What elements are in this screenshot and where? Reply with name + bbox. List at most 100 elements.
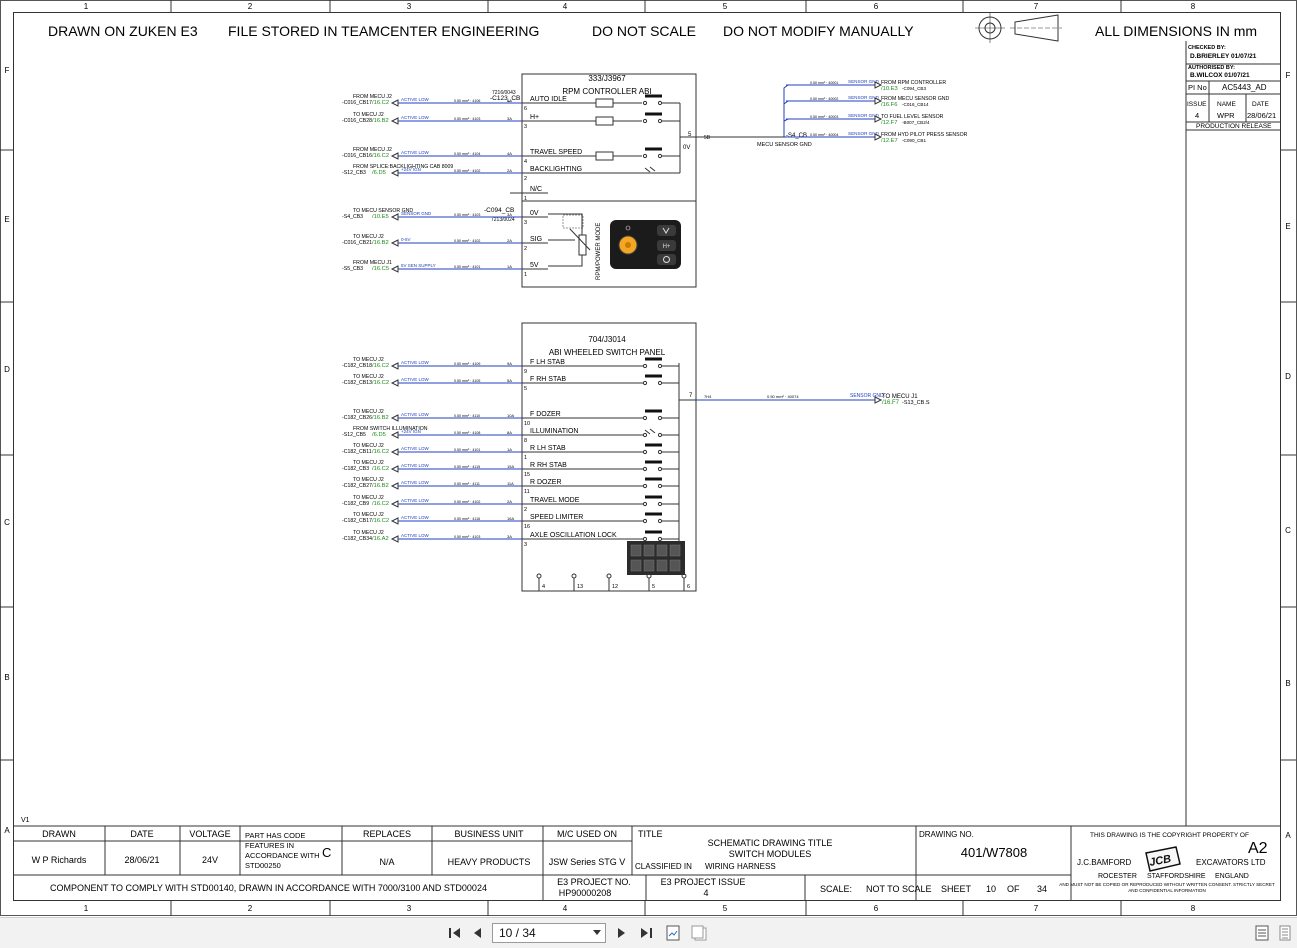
wire-id: 10A	[507, 413, 514, 418]
pin-label: BACKLIGHTING	[530, 166, 582, 173]
next-page-button[interactable]	[610, 923, 632, 943]
wire-source-label: TO MECU J2	[353, 234, 384, 240]
wire-spec: 0.50 mm² · 4101	[454, 265, 480, 269]
grid-column-label: 2	[248, 2, 253, 11]
version-label: V1	[21, 817, 30, 824]
rpm-controller-block: 333/J3967 RPM CONTROLLER ABI 7216/0043 -…	[484, 73, 697, 288]
svg-text:7H4: 7H4	[704, 394, 712, 399]
wire-id: 15A	[507, 464, 514, 469]
wire-spec: 0.50 mm² · 4103	[454, 535, 480, 539]
wire-spec: 0.50 mm² · 4108	[454, 431, 480, 435]
wire-id: 8A	[507, 430, 512, 435]
contact-icon	[657, 153, 663, 159]
wire-spec: 0.50 mm² · 4110	[454, 414, 480, 418]
svg-text:AND MUST NOT BE COPIED OR REPR: AND MUST NOT BE COPIED OR REPRODUCED WIT…	[1059, 882, 1275, 893]
contact-icon	[657, 432, 663, 438]
pin-row: FROM SPLICE:BACKLIGHTING CAB 8009-S12_CB…	[342, 164, 680, 182]
wire-from-connector: -C182_CB34	[342, 536, 372, 542]
signal-name: ACTIVE LOW	[401, 377, 430, 382]
grid-row-label: C	[4, 518, 10, 527]
scale-value: NOT TO SCALE	[866, 884, 932, 894]
rpm-lower-conn-ref2: 7213/0024	[491, 217, 515, 223]
fit-page-icon	[666, 925, 680, 941]
fit-page-button[interactable]	[662, 923, 684, 943]
cross-reference: /16.C2	[372, 466, 389, 472]
destination-label: FROM RPM CONTROLLER	[881, 80, 946, 86]
wire-source-label: TO MECU J2	[353, 374, 384, 380]
single-page-view-button[interactable]	[1251, 923, 1273, 943]
grid-column-label: 3	[407, 2, 412, 11]
signal-name: ACTIVE LOW	[401, 150, 430, 155]
cross-reference: /10.E5	[372, 214, 389, 220]
signal-name: +24V IGN	[401, 429, 421, 434]
drawing-title-line1: SCHEMATIC DRAWING TITLE	[708, 838, 833, 848]
contact-icon	[657, 415, 663, 421]
signal-name: ACTIVE LOW	[401, 97, 430, 102]
fit-width-button[interactable]	[688, 923, 710, 943]
rpm-controller-outline	[521, 73, 697, 288]
wire-from-connector: -C016_CB16	[342, 153, 372, 159]
wire-source-label: TO MECU J2	[353, 512, 384, 518]
pdf-viewer-toolbar: 10 / 34	[0, 917, 1297, 948]
pin-number: 3	[524, 542, 527, 548]
wire-spec: 0.50 mm² · 4103	[454, 117, 480, 121]
wire-from-connector: -S4_CB3	[342, 214, 363, 220]
issue-value: 4	[1195, 111, 1199, 120]
wire-source-label: FROM SWITCH ILLUMINATION	[353, 426, 428, 432]
grid-column-label: 4	[563, 904, 568, 913]
pin-label: F LH STAB	[530, 359, 565, 366]
grid-column-label: 5	[723, 2, 728, 11]
scale-label: SCALE:	[820, 884, 852, 894]
grid-row-label: F	[1286, 71, 1291, 80]
continuous-view-button[interactable]	[1274, 923, 1296, 943]
rpm-gnd-pin: 5	[688, 132, 692, 138]
connector-arrow	[390, 431, 399, 439]
pin-number: 4	[542, 584, 545, 590]
svg-text:H+: H+	[663, 244, 671, 250]
wire-source-label: TO MECU SENSOR GND	[353, 208, 413, 214]
cross-reference: /12.E7	[881, 138, 898, 144]
first-page-button[interactable]	[444, 923, 466, 943]
connector-arrow	[390, 448, 399, 456]
cross-reference: /16.F6	[881, 102, 897, 108]
mc-used-on: JSW Series STG V	[549, 857, 626, 867]
next-page-icon	[618, 928, 625, 938]
cross-reference: /16.B2	[372, 415, 389, 421]
wire-id: 6A	[507, 98, 512, 103]
page-select[interactable]: 10 / 34	[492, 923, 606, 943]
cross-reference: /16.C2	[372, 449, 389, 455]
wire-source-label: FROM MECU J1	[353, 260, 392, 266]
pin-number: 2	[524, 507, 527, 513]
signal-name: ACTIVE LOW	[401, 463, 430, 468]
continuous-view-icon	[1279, 925, 1291, 941]
signal-name: ACTIVE LOW	[401, 515, 430, 520]
signal-name: ACTIVE LOW	[401, 412, 430, 417]
wire-spec: 0.50 mm² · 4116	[454, 517, 480, 521]
pin-label: N/C	[530, 186, 542, 193]
switch-panel-title: ABI WHEELED SWITCH PANEL	[549, 348, 666, 357]
pin-label: 0V	[530, 210, 539, 217]
pin-row: 1N/C	[510, 186, 548, 202]
pin-number: 12	[612, 584, 618, 590]
wire-from-connector: -C016_CB28	[342, 118, 372, 124]
wire-from-connector: -S5_CB3	[342, 266, 363, 272]
contact-icon	[642, 100, 648, 106]
voltage-value: 24V	[202, 855, 218, 865]
mecu-splice-id: -S4_CB	[786, 133, 807, 139]
last-page-button[interactable]	[635, 923, 657, 943]
grid-column-label: 4	[563, 2, 568, 11]
pin-label: H+	[530, 114, 539, 121]
wire-from-connector: -S12_CB3	[342, 170, 366, 176]
rpm-conn-ref: -C123_CB	[490, 95, 520, 102]
signal-name: SENSOR GND	[848, 113, 880, 118]
sheet-total: 34	[1037, 884, 1047, 894]
switch-panel-gnd-conn: -S13_CB.S	[902, 400, 930, 406]
wire-id: 16A	[507, 516, 514, 521]
previous-page-button[interactable]	[467, 923, 489, 943]
pin-label: 5V	[530, 262, 539, 269]
